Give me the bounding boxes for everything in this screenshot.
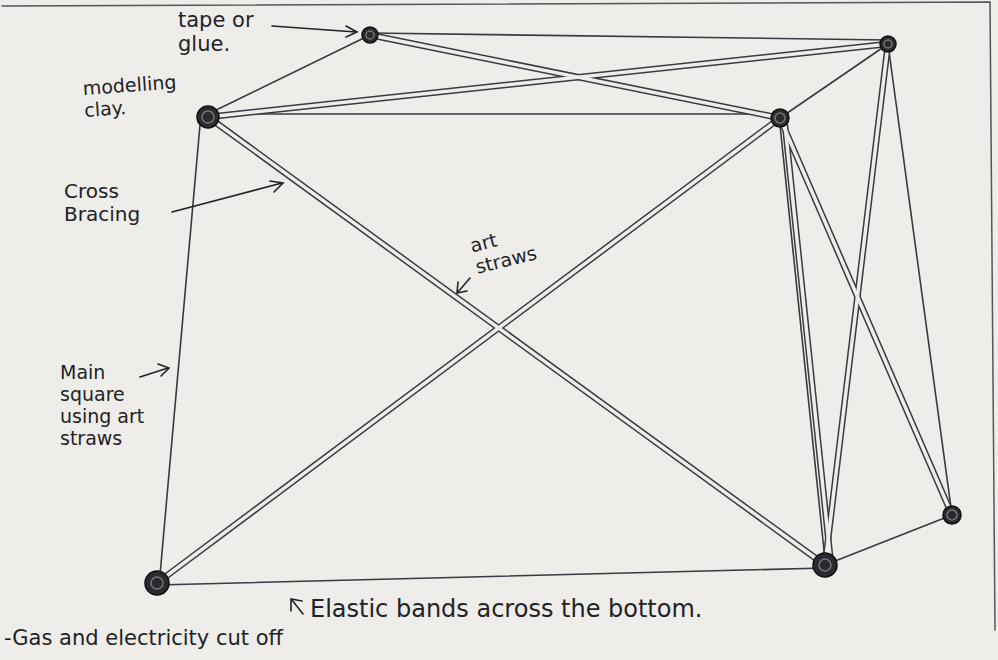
callout-label: tape or glue. <box>178 8 270 56</box>
callout-label: art straws <box>468 217 554 278</box>
clay-joints <box>145 27 961 595</box>
callout-label: Main square using art straws <box>60 362 152 449</box>
paper-edge <box>2 2 995 630</box>
note-label: -Gas and electricity cut off <box>4 626 464 650</box>
single-straw-lines <box>157 33 952 585</box>
callout-label: modelling clay. <box>82 70 197 121</box>
leader-arrows <box>140 26 470 614</box>
callout-label: Cross Bracing <box>64 180 168 226</box>
note-label: Elastic bands across the bottom. <box>310 596 870 624</box>
double-straw-lines <box>157 35 952 583</box>
